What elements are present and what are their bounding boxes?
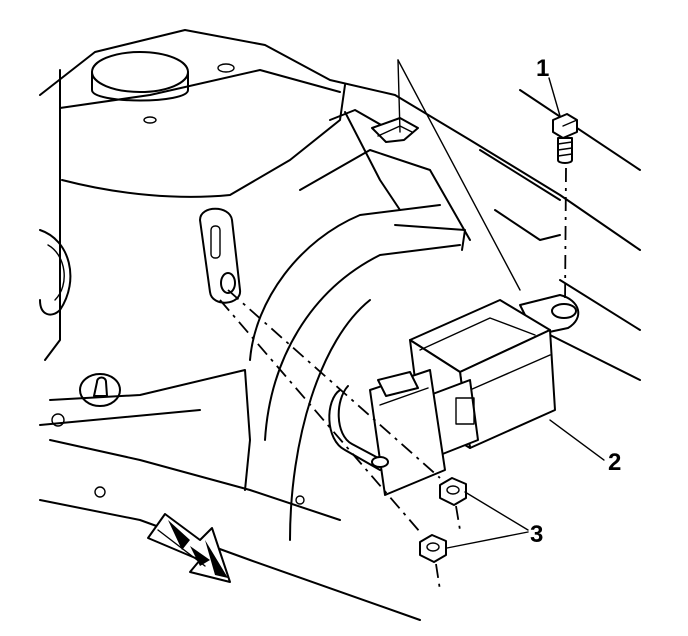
- inflatable-restraint-module: [369, 294, 580, 496]
- vehicle-body-structure: [39, 29, 641, 621]
- forward-direction-arrow-icon: [147, 513, 231, 583]
- callout-1: 1: [536, 55, 549, 82]
- callout-3: 3: [530, 521, 543, 548]
- mounting-nuts: [219, 289, 467, 591]
- bracket-leader-lines: [397, 59, 521, 291]
- callout-leaders: [446, 77, 605, 549]
- mounting-bolt: [552, 113, 578, 306]
- callout-2: 2: [608, 449, 621, 476]
